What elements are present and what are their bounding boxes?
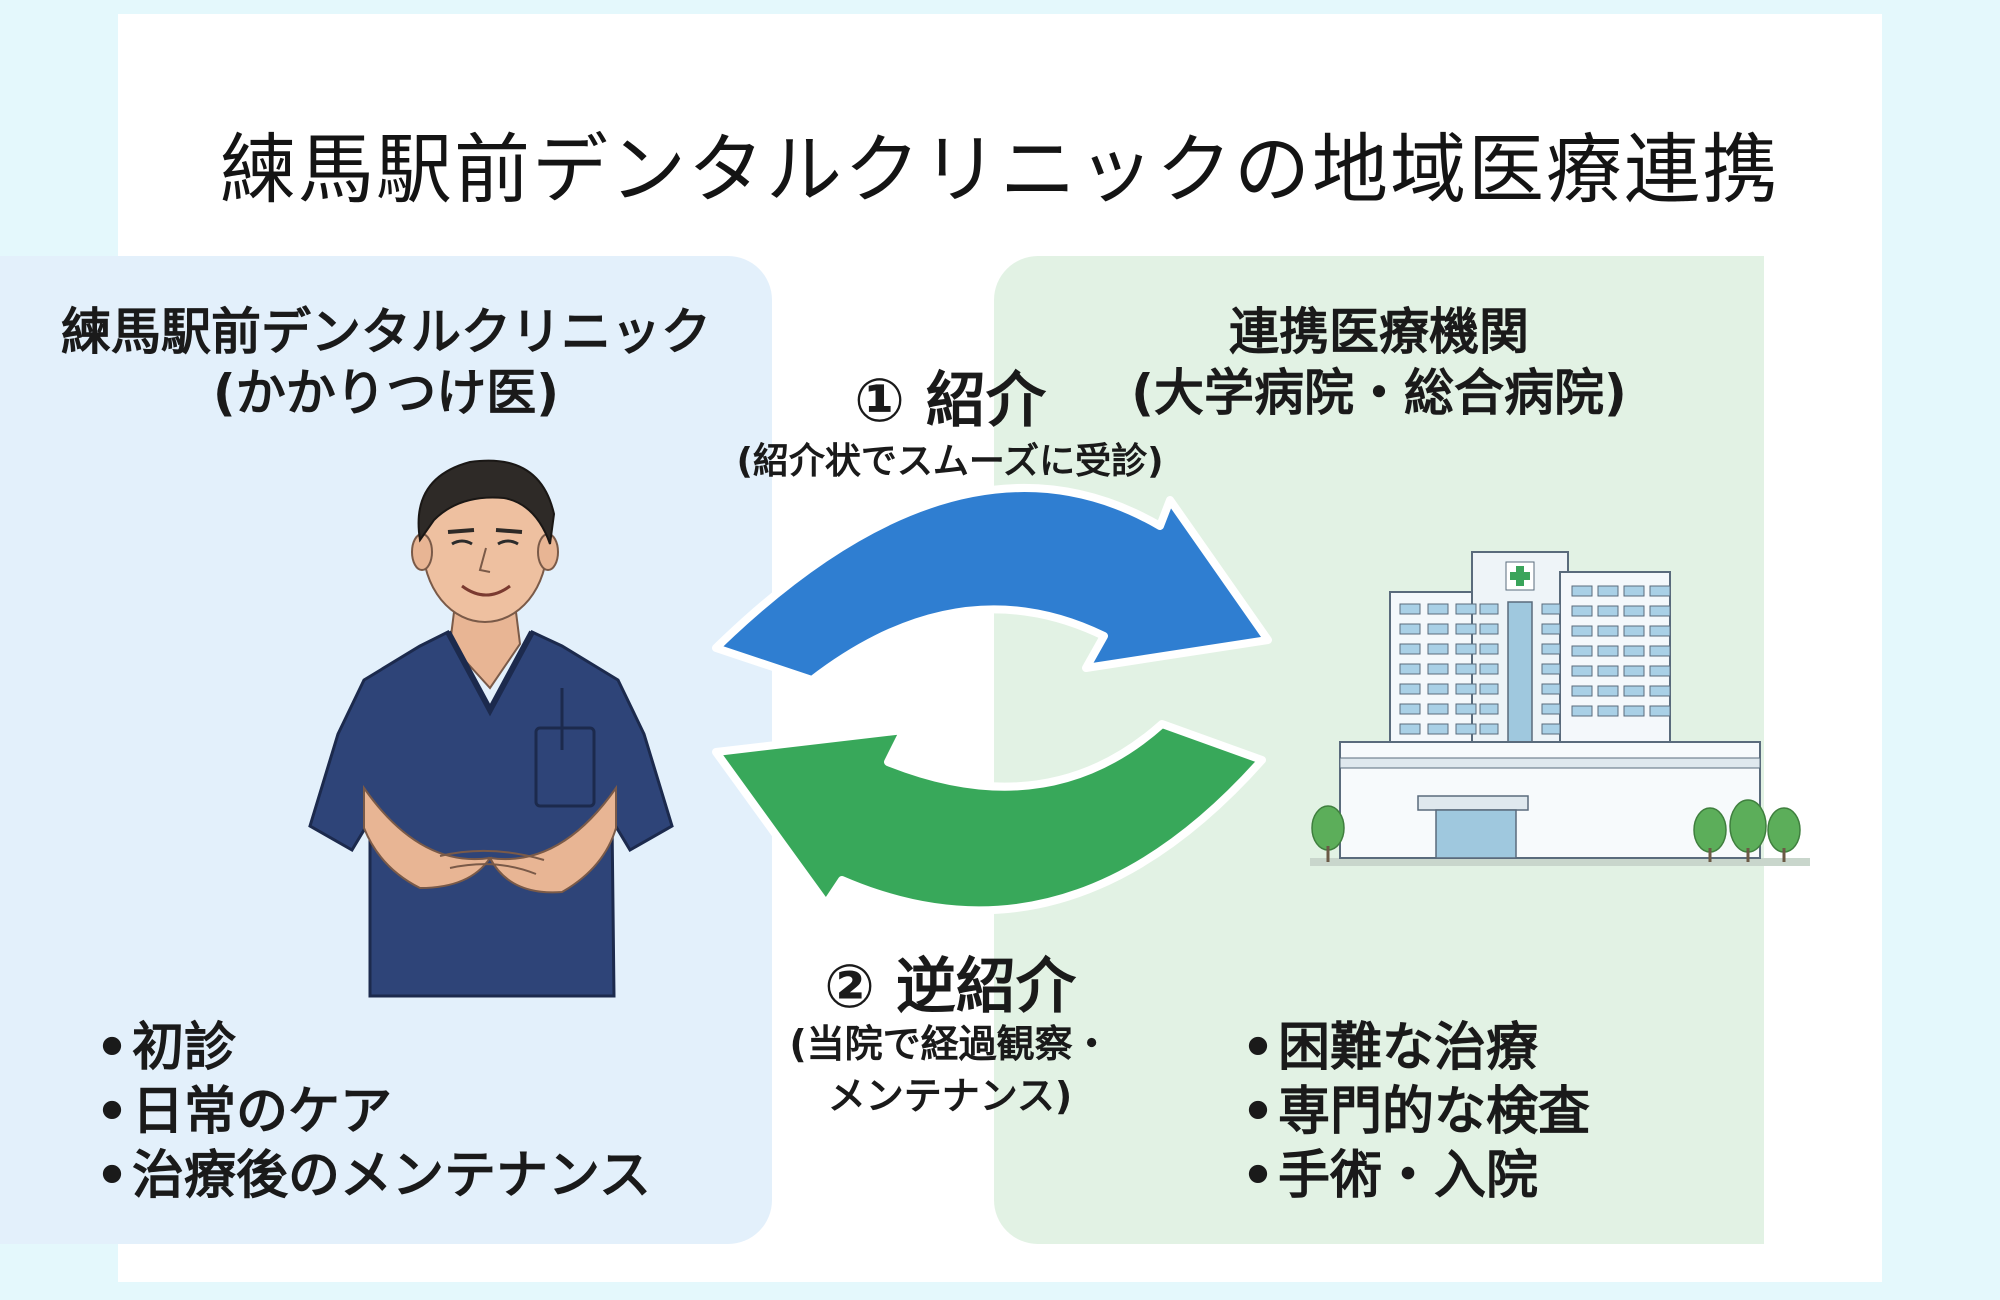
list-item-text: 治療後のメンテナンス — [132, 1146, 651, 1206]
hospital-window — [1571, 585, 1593, 597]
clinic-heading: 練馬駅前デンタルクリニック (かかりつけ医) — [0, 302, 772, 424]
bullet-mark: • — [95, 1146, 129, 1206]
hospital-window — [1623, 605, 1645, 617]
hospital-window — [1541, 643, 1561, 655]
hospital-window — [1479, 703, 1499, 715]
hospital-window — [1455, 683, 1477, 695]
hospital-window — [1571, 605, 1593, 617]
bullet-mark: • — [1241, 1082, 1275, 1142]
bullet-mark: • — [1241, 1146, 1275, 1206]
hospital-window — [1479, 683, 1499, 695]
hospital-window — [1427, 623, 1449, 635]
hospital-services-list: •困難な治療 •専門的な検査 •手術・入院 — [1238, 1016, 1590, 1208]
hospital-window — [1623, 625, 1645, 637]
reverse-note-line1: (当院で経過観察・ — [789, 1022, 1111, 1066]
hospital-window — [1649, 605, 1671, 617]
hospital-window — [1597, 645, 1619, 657]
hospital-window — [1623, 665, 1645, 677]
hospital-heading: 連携医療機関 (大学病院・総合病院) — [994, 302, 1764, 424]
hospital-window — [1541, 663, 1561, 675]
list-item: •困難な治療 — [1238, 1016, 1590, 1080]
reverse-referral-label: ② 逆紹介 — [824, 952, 1076, 1022]
hospital-window — [1455, 643, 1477, 655]
hospital-window — [1455, 603, 1477, 615]
hospital-window — [1455, 703, 1477, 715]
hospital-window — [1399, 683, 1421, 695]
hospital-window — [1427, 663, 1449, 675]
hospital-building-illustration-icon — [1310, 551, 1810, 866]
hospital-window — [1649, 585, 1671, 597]
hospital-window — [1399, 623, 1421, 635]
list-item-text: 初診 — [132, 1018, 237, 1078]
hospital-window — [1649, 705, 1671, 717]
hospital-window — [1541, 703, 1561, 715]
hospital-window — [1541, 723, 1561, 735]
list-item-text: 専門的な検査 — [1278, 1082, 1591, 1142]
hospital-window — [1571, 685, 1593, 697]
hospital-window — [1623, 585, 1645, 597]
list-item: •日常のケア — [92, 1080, 651, 1144]
hospital-window — [1479, 623, 1499, 635]
hospital-window — [1455, 623, 1477, 635]
dentist-illustration-icon — [308, 459, 674, 998]
clinic-name: 練馬駅前デンタルクリニック — [61, 303, 711, 361]
hospital-window — [1623, 645, 1645, 657]
hospital-window — [1427, 703, 1449, 715]
hospital-window — [1649, 645, 1671, 657]
hospital-window — [1399, 603, 1421, 615]
hospital-window — [1479, 663, 1499, 675]
hospital-window — [1541, 623, 1561, 635]
hospital-window — [1597, 665, 1619, 677]
hospital-window — [1623, 705, 1645, 717]
referral-note: (紹介状でスムーズに受診) — [736, 441, 1164, 482]
hospital-window — [1597, 625, 1619, 637]
hospital-window — [1399, 723, 1421, 735]
hospital-window — [1541, 683, 1561, 695]
hospital-window — [1399, 703, 1421, 715]
bullet-mark: • — [95, 1018, 129, 1078]
hospital-window — [1597, 585, 1619, 597]
hospital-name: 連携医療機関 — [1229, 303, 1529, 361]
hospital-window — [1623, 685, 1645, 697]
hospital-window — [1649, 685, 1671, 697]
list-item-text: 手術・入院 — [1278, 1146, 1539, 1206]
list-item: •手術・入院 — [1238, 1144, 1590, 1208]
hospital-window — [1649, 625, 1671, 637]
hospital-window — [1427, 603, 1449, 615]
hospital-window — [1427, 723, 1449, 735]
hospital-window — [1597, 605, 1619, 617]
hospital-window — [1455, 723, 1477, 735]
reverse-referral-note: (当院で経過観察・ メンテナンス) — [640, 1018, 1260, 1123]
list-item: •初診 — [92, 1016, 651, 1080]
hospital-window — [1541, 603, 1561, 615]
bullet-mark: • — [1241, 1018, 1275, 1078]
hospital-window — [1571, 645, 1593, 657]
hospital-window — [1597, 685, 1619, 697]
hospital-window — [1455, 663, 1477, 675]
hospital-type: (大学病院・総合病院) — [1131, 364, 1627, 422]
referral-label: ① 紹介 — [854, 366, 1046, 436]
hospital-window — [1479, 603, 1499, 615]
hospital-window — [1399, 643, 1421, 655]
hospital-window — [1597, 705, 1619, 717]
hospital-window — [1479, 723, 1499, 735]
hospital-window — [1571, 625, 1593, 637]
bullet-mark: • — [95, 1082, 129, 1142]
hospital-window — [1649, 665, 1671, 677]
hospital-window — [1427, 643, 1449, 655]
list-item: •治療後のメンテナンス — [92, 1144, 651, 1208]
hospital-window — [1571, 665, 1593, 677]
hospital-window — [1479, 643, 1499, 655]
clinic-services-list: •初診 •日常のケア •治療後のメンテナンス — [92, 1016, 651, 1208]
hospital-window — [1571, 705, 1593, 717]
list-item-text: 日常のケア — [132, 1082, 393, 1142]
hospital-window — [1399, 663, 1421, 675]
page-title: 練馬駅前デンタルクリニックの地域医療連携 — [220, 125, 1780, 214]
reverse-note-line2: メンテナンス) — [827, 1074, 1073, 1119]
clinic-role: (かかりつけ医) — [212, 364, 560, 422]
list-item-text: 困難な治療 — [1278, 1018, 1539, 1078]
hospital-window — [1427, 683, 1449, 695]
list-item: •専門的な検査 — [1238, 1080, 1590, 1144]
